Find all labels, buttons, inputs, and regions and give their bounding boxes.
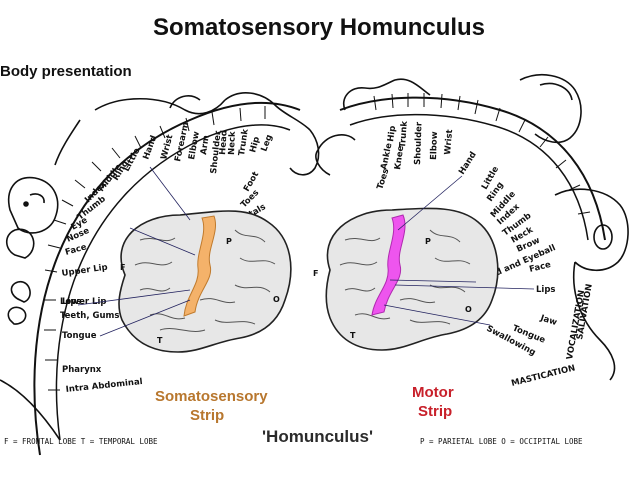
motor-inner-arc [349, 113, 589, 241]
motor-lobe-f: F [313, 269, 318, 278]
sensory-outer-arc [33, 101, 301, 456]
motor-panel: Toes Ankle Knee Hip Trunk Shoulder Elbow… [313, 74, 629, 420]
sensory-panel: Hand Little Ring Middle Index Thumb Eye … [0, 92, 320, 456]
sensory-label-leg: Leg [259, 133, 274, 153]
motor-brain [325, 207, 499, 351]
motor-label-hip: Hip [386, 125, 398, 142]
motor-label-toes: Toes [375, 168, 391, 191]
sensory-label-trunk: Trunk [237, 128, 251, 156]
page-title: Somatosensory Homunculus [152, 14, 486, 41]
sensory-inner-arc [55, 124, 291, 441]
motor-label-wrist: Wrist [443, 129, 455, 155]
sensory-label-tongue: Tongue [62, 331, 97, 341]
sensory-label-intra-abdominal: Intra Abdominal [65, 377, 143, 395]
sensory-label-elbow: Elbow [187, 131, 202, 161]
motor-pointer-lines [383, 175, 535, 326]
sensory-label-lips: Lips [62, 297, 81, 307]
sensory-lobe-p: P [226, 237, 232, 246]
sensory-strip-label-1: Somatosensory [155, 388, 268, 405]
sensory-brain [118, 210, 292, 353]
motor-outer-arc [339, 96, 606, 241]
motor-strip-label-1: Motor [412, 384, 454, 401]
motor-lobe-p: P [425, 237, 431, 246]
sensory-label-lower-lip: Lower Lip [60, 297, 106, 307]
motor-body-drawing [315, 74, 629, 381]
sensory-label-pharynx: Pharynx [62, 365, 102, 375]
sensory-label-upper-lip: Upper Lip [61, 263, 108, 279]
sensory-lobe-o: O [273, 295, 280, 304]
motor-label-elbow: Elbow [429, 131, 440, 160]
subtitle: Body presentation [0, 63, 132, 80]
motor-ticks [373, 93, 591, 215]
motor-top-labels: Toes Ankle Knee Hip Trunk Shoulder Elbow… [375, 120, 478, 191]
sensory-label-neck: Neck [227, 131, 238, 155]
footer-right-legend: P = PARIETAL LOBE O = OCCIPITAL LOBE [420, 437, 583, 446]
homunculus-center-label: 'Homunculus' [262, 427, 373, 446]
motor-lobe-o: O [465, 305, 472, 314]
motor-label-knee: Knee [393, 145, 406, 171]
sensory-ticks [44, 106, 266, 391]
motor-lobe-t: T [350, 331, 356, 340]
motor-strip-label-2: Strip [418, 403, 452, 420]
motor-label-hand: Hand [457, 150, 479, 177]
sensory-label-arm: Arm [199, 134, 212, 155]
sensory-label-head: Head [218, 130, 230, 155]
motor-label-shoulder: Shoulder [413, 121, 425, 165]
sensory-lobe-f: F [120, 263, 125, 272]
sensory-label-teeth-gums: Teeth, Gums [60, 311, 119, 321]
motor-label-jaw: Jaw [538, 313, 558, 328]
motor-label-mastication: MASTICATION [510, 363, 576, 389]
sensory-label-hip: Hip [248, 136, 262, 154]
sensory-label-shoulder: Shoulder [209, 130, 224, 175]
motor-label-ankle: Ankle [379, 142, 394, 171]
sensory-lobe-t: T [157, 336, 163, 345]
sensory-pointer-lines [77, 166, 196, 337]
motor-label-trunk: Trunk [398, 120, 410, 148]
footer-left-legend: F = FRONTAL LOBE T = TEMPORAL LOBE [4, 437, 158, 446]
sensory-label-hand: Hand [141, 134, 159, 161]
sensory-strip-label-2: Strip [190, 407, 224, 424]
sensory-body-drawing [0, 92, 320, 441]
motor-label-lips: Lips [536, 285, 555, 295]
